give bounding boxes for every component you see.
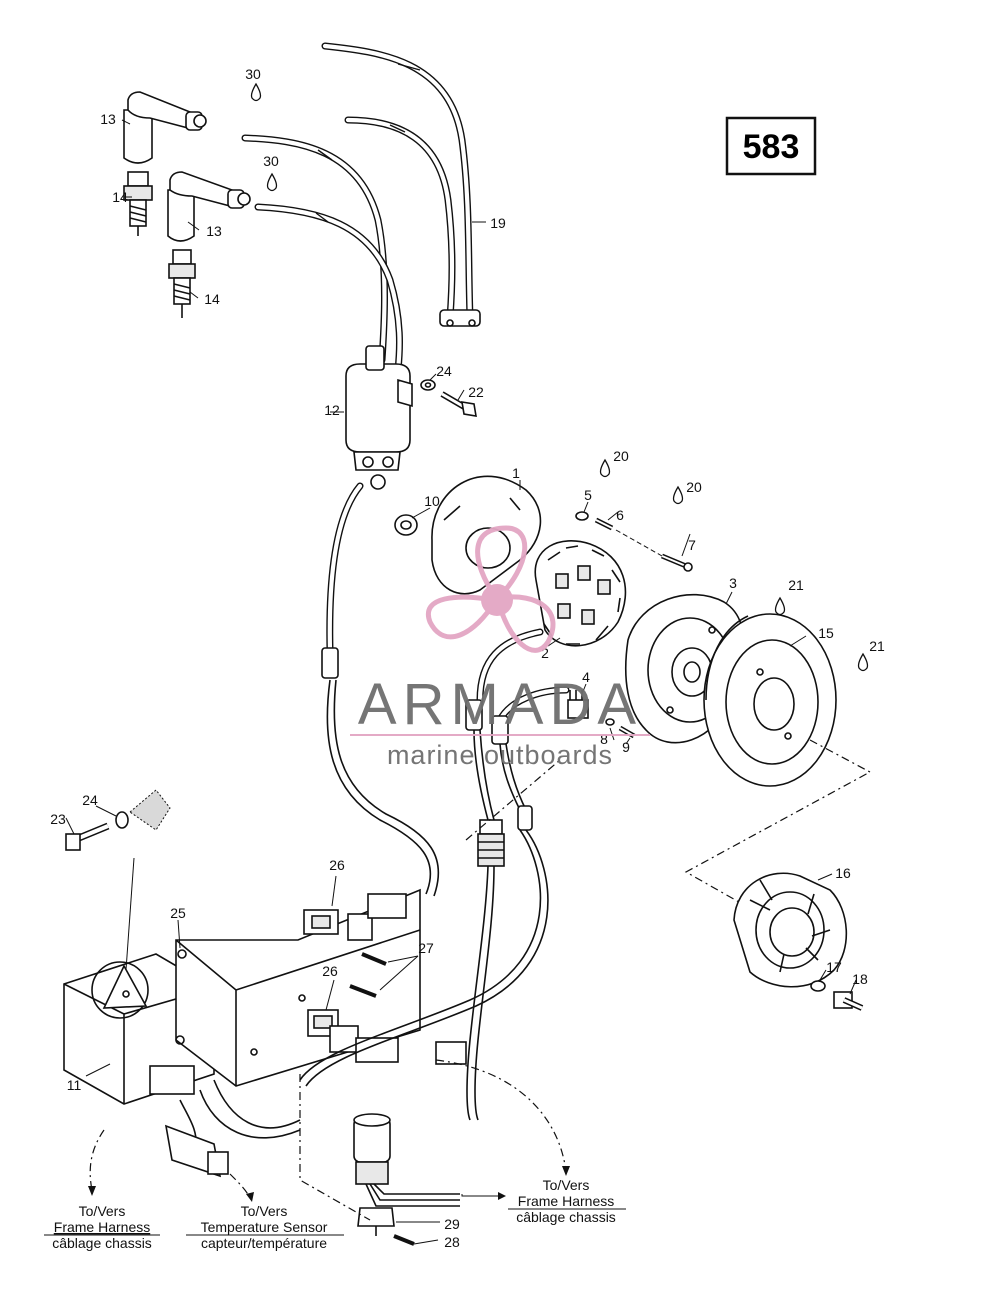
diagram-id: 583 xyxy=(743,128,800,166)
stator xyxy=(534,540,627,647)
callout-28: 28 xyxy=(444,1234,460,1250)
callout-labels: 1 2 3 4 5 6 7 8 9 10 11 12 13 13 14 14 1… xyxy=(50,66,885,1250)
callout-30-lower: 30 xyxy=(263,153,279,169)
connector-terminal xyxy=(349,952,387,998)
propeller-logo-icon xyxy=(425,525,556,653)
callout-13-lower: 13 xyxy=(206,223,222,239)
callout-leaders xyxy=(65,119,857,1245)
svg-text:To/Vers: To/Vers xyxy=(241,1203,288,1219)
callout-23: 23 xyxy=(50,811,66,827)
watermark-tagline: marine outboards xyxy=(387,740,613,770)
svg-text:To/Vers: To/Vers xyxy=(543,1177,590,1193)
callout-26-lower: 26 xyxy=(322,963,338,979)
svg-text:capteur/température: capteur/température xyxy=(201,1235,327,1251)
callout-9: 9 xyxy=(622,739,630,755)
callout-18: 18 xyxy=(852,971,868,987)
spark-plug-lower xyxy=(168,249,196,318)
armada-watermark: ARMADA marine outboards xyxy=(350,525,650,770)
lubricant-drop-icon xyxy=(672,485,684,505)
watermark-brand: ARMADA xyxy=(358,672,642,737)
harness-clip xyxy=(357,1207,395,1236)
destination-frame-harness-left: To/Vers Frame Harness câblage chassis xyxy=(44,1203,160,1251)
fan-bolt xyxy=(833,991,864,1011)
callout-4: 4 xyxy=(582,669,590,685)
stator-screw xyxy=(661,553,693,572)
svg-text:Temperature Sensor: Temperature Sensor xyxy=(201,1219,328,1235)
lubricant-drop-icon xyxy=(250,82,262,102)
connector-housing-upper xyxy=(303,893,407,941)
destination-temperature-sensor: To/Vers Temperature Sensor capteur/tempé… xyxy=(186,1203,344,1251)
callout-21-upper: 21 xyxy=(788,577,804,593)
callout-20-lower: 20 xyxy=(686,479,702,495)
plate-screw-washer xyxy=(575,511,589,521)
spark-plug-cap-upper xyxy=(123,91,207,164)
ring-gear xyxy=(703,613,837,787)
trigger-coil-washer xyxy=(605,718,615,726)
fan-pulley xyxy=(733,872,848,988)
callout-24-upper: 24 xyxy=(436,363,452,379)
callout-2: 2 xyxy=(541,645,549,661)
trigger-coil xyxy=(567,690,589,719)
callout-14-upper: 14 xyxy=(112,189,128,205)
grommet xyxy=(394,514,418,536)
callout-7: 7 xyxy=(688,537,696,553)
callout-12: 12 xyxy=(324,402,340,418)
magneto-harness xyxy=(465,628,570,1121)
callout-13-upper: 13 xyxy=(100,111,116,127)
main-harness-connector xyxy=(353,1113,460,1207)
fan-assembly-line xyxy=(684,739,872,907)
callout-17: 17 xyxy=(826,959,842,975)
callout-6: 6 xyxy=(616,507,624,523)
ignition-coil xyxy=(345,345,413,490)
callout-26-upper: 26 xyxy=(329,857,345,873)
callout-1: 1 xyxy=(512,465,520,481)
svg-text:Frame Harness: Frame Harness xyxy=(518,1193,614,1209)
callout-25: 25 xyxy=(170,905,186,921)
callout-30-upper: 30 xyxy=(245,66,261,82)
callout-22: 22 xyxy=(468,384,484,400)
temperature-sensor-connector xyxy=(164,1099,229,1178)
svg-text:câblage chassis: câblage chassis xyxy=(516,1209,616,1225)
callout-24-lower: 24 xyxy=(82,792,98,808)
ground-surface xyxy=(129,789,171,831)
fan-washer xyxy=(810,980,826,992)
plate-screw xyxy=(594,517,614,531)
harness-screw xyxy=(393,1234,415,1246)
callout-19: 19 xyxy=(490,215,506,231)
spark-plug-upper xyxy=(123,171,153,236)
callout-27: 27 xyxy=(418,940,434,956)
svg-text:To/Vers: To/Vers xyxy=(79,1203,126,1219)
coil-bolt xyxy=(440,391,477,417)
lubricant-drop-icon xyxy=(266,172,278,192)
callout-20-upper: 20 xyxy=(613,448,629,464)
coil-harness-wire xyxy=(326,679,432,895)
callout-21-lower: 21 xyxy=(869,638,885,654)
callout-11: 11 xyxy=(67,1077,82,1093)
callout-3: 3 xyxy=(729,575,737,591)
diagram-id-box: 583 xyxy=(725,116,817,176)
callout-14-lower: 14 xyxy=(204,291,220,307)
callout-5: 5 xyxy=(584,487,592,503)
cdi-washer xyxy=(115,811,129,829)
coil-washer xyxy=(420,379,436,391)
coil-wires xyxy=(241,134,404,374)
svg-text:Frame Harness: Frame Harness xyxy=(54,1219,150,1235)
callout-16: 16 xyxy=(835,865,851,881)
high-tension-wires xyxy=(321,42,481,327)
destination-frame-harness-right: To/Vers Frame Harness câblage chassis xyxy=(508,1177,626,1225)
lubricant-drop-icon xyxy=(599,458,611,478)
callout-10: 10 xyxy=(424,493,440,509)
callout-15: 15 xyxy=(818,625,834,641)
svg-text:câblage chassis: câblage chassis xyxy=(52,1235,152,1251)
lubricant-drop-icon xyxy=(774,596,786,616)
spark-plug-cap-lower xyxy=(167,171,251,242)
cdi-bolt xyxy=(65,822,110,851)
callout-29: 29 xyxy=(444,1216,460,1232)
lubricant-drop-icon xyxy=(857,652,869,672)
callout-8: 8 xyxy=(600,731,608,747)
